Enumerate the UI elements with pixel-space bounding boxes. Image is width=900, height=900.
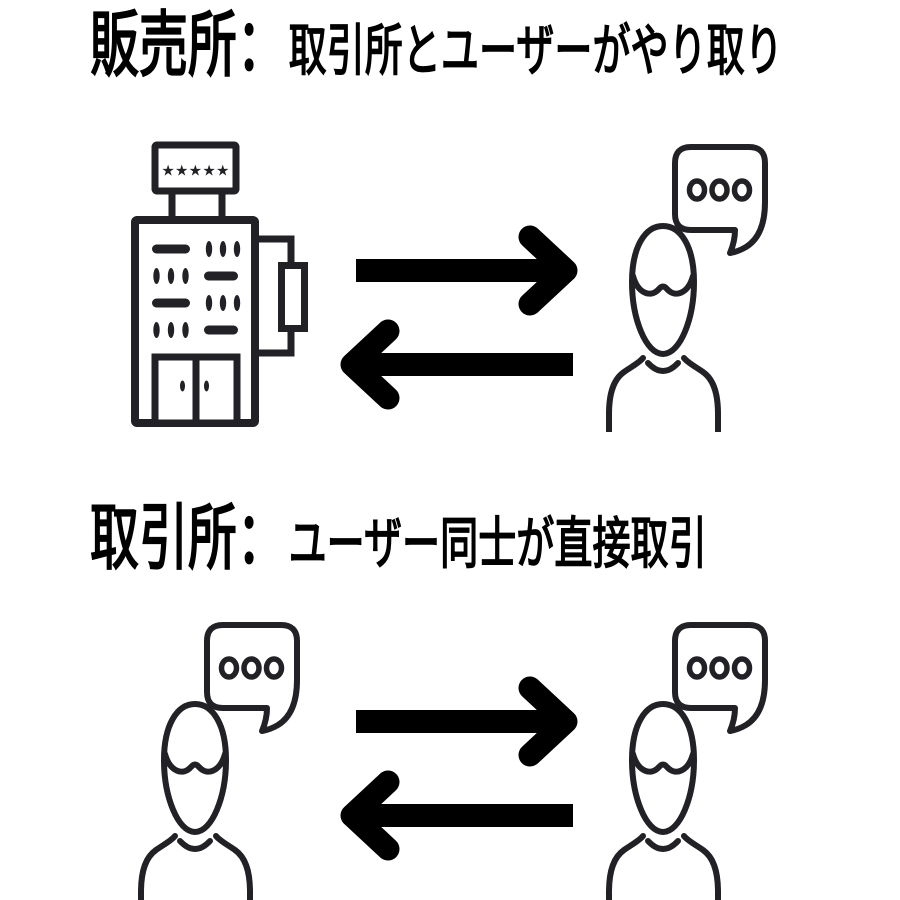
annex-window [278, 262, 308, 332]
user-icon-shape [609, 147, 765, 432]
exchange-building-icon: ★★★★★ [131, 141, 308, 427]
two-way-arrows-icon [340, 225, 578, 415]
door-knob [204, 380, 209, 392]
user-icon-shape [141, 625, 297, 900]
section-1-description: 取引所とユーザーがやり取り [288, 19, 783, 82]
building-outline [131, 141, 308, 427]
user-icon [600, 142, 770, 432]
star-sign [151, 141, 240, 195]
section-1-heading: 販売所： 取引所とユーザーがやり取り [90, 5, 783, 88]
two-way-arrows-shape [352, 237, 573, 398]
user-icon-shape [609, 625, 765, 900]
section-2-description: ユーザー同士が直接取引 [288, 512, 707, 575]
section-2-term: 取引所： [90, 499, 286, 579]
door-knob [180, 380, 185, 392]
section-1-term: 販売所： [90, 6, 286, 86]
two-way-arrows-icon [340, 676, 578, 866]
user-icon [132, 620, 302, 900]
user-icon [600, 620, 770, 900]
windows [152, 241, 241, 392]
section-2-heading: 取引所： ユーザー同士が直接取引 [90, 498, 707, 581]
sign-stars-text: ★★★★★ [161, 162, 229, 180]
two-way-arrows-shape [352, 688, 573, 849]
